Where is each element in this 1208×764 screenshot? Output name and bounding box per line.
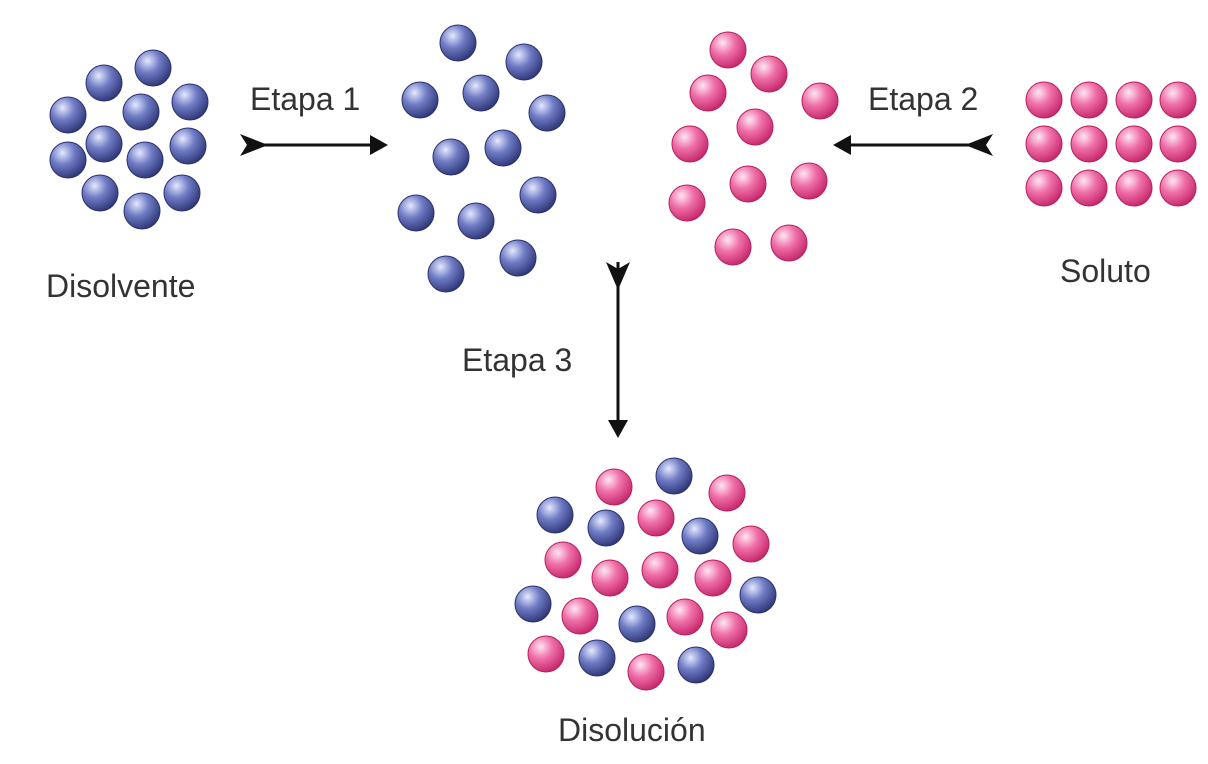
step2-arrowhead bbox=[833, 135, 851, 155]
solute-particle bbox=[1070, 81, 1108, 119]
solute-particle bbox=[591, 559, 629, 597]
solute-particle bbox=[561, 597, 599, 635]
solvent-particle bbox=[432, 138, 470, 176]
solvent-particle bbox=[484, 129, 522, 167]
solute-particle bbox=[627, 653, 665, 691]
solvent-particle bbox=[536, 496, 574, 534]
solvent-particle bbox=[655, 457, 693, 495]
solute-particle bbox=[790, 162, 828, 200]
step3-arrow-tail bbox=[606, 262, 630, 290]
step3-arrow bbox=[606, 262, 630, 438]
step2-arrow-tail bbox=[965, 134, 993, 156]
solvent-particle bbox=[49, 141, 87, 179]
solute-particle bbox=[1115, 125, 1153, 163]
solute-particle bbox=[750, 55, 788, 93]
solute-particle bbox=[1159, 125, 1197, 163]
step1-label: Etapa 1 bbox=[250, 81, 361, 117]
solute-particle bbox=[710, 611, 748, 649]
solute-label: Soluto bbox=[1060, 253, 1151, 289]
solute-particle bbox=[1070, 125, 1108, 163]
solute-particle bbox=[1115, 169, 1153, 207]
solvent-particle bbox=[519, 176, 557, 214]
solvent-particle bbox=[677, 646, 715, 684]
solute-particle bbox=[694, 559, 732, 597]
solute-particle bbox=[1159, 81, 1197, 119]
solute-particle bbox=[671, 125, 709, 163]
solvent-particle bbox=[81, 174, 119, 212]
step1-arrow bbox=[240, 134, 388, 156]
step3-label: Etapa 3 bbox=[462, 342, 573, 378]
solvent-particle bbox=[169, 127, 207, 165]
separated-solute-cluster bbox=[668, 31, 839, 266]
step1-arrow-tail bbox=[240, 134, 268, 156]
solute-particle bbox=[1025, 125, 1063, 163]
step2-label: Etapa 2 bbox=[868, 81, 979, 117]
solute-particle bbox=[641, 551, 679, 589]
solute-particle bbox=[770, 224, 808, 262]
solute-grid bbox=[1025, 81, 1197, 207]
step1-arrowhead bbox=[370, 135, 388, 155]
solute-particle bbox=[708, 474, 746, 512]
solvent-particle bbox=[739, 576, 777, 614]
solvent-particle bbox=[171, 83, 209, 121]
solvent-particle bbox=[528, 94, 566, 132]
solute-particle bbox=[1159, 169, 1197, 207]
solute-particle bbox=[729, 165, 767, 203]
solvent-particle bbox=[401, 81, 439, 119]
solvent-particle bbox=[587, 509, 625, 547]
solute-particle bbox=[1025, 169, 1063, 207]
solvent-particle bbox=[439, 24, 477, 62]
solute-particle bbox=[668, 184, 706, 222]
step3-arrowhead bbox=[608, 420, 628, 438]
solution-cluster bbox=[514, 457, 777, 691]
solute-particle bbox=[1115, 81, 1153, 119]
solvent-particle bbox=[462, 74, 500, 112]
solute-particle bbox=[527, 635, 565, 673]
solute-particle bbox=[544, 541, 582, 579]
solvent-particle bbox=[505, 43, 543, 81]
solvent-particle bbox=[457, 202, 495, 240]
solvent-particle bbox=[122, 93, 160, 131]
solute-particle bbox=[736, 108, 774, 146]
solvent-particle bbox=[85, 64, 123, 102]
solute-particle bbox=[714, 228, 752, 266]
solution-label: Disolución bbox=[558, 712, 706, 748]
solute-particle bbox=[637, 499, 675, 537]
solvent-particle bbox=[134, 49, 172, 87]
solvent-particle bbox=[427, 255, 465, 293]
solvent-particle bbox=[618, 605, 656, 643]
solvent-particle bbox=[123, 192, 161, 230]
solvent-particle bbox=[397, 194, 435, 232]
step2-arrow bbox=[833, 134, 993, 156]
solvent-particle bbox=[681, 517, 719, 555]
solute-particle bbox=[709, 31, 747, 69]
solvent-particle bbox=[499, 239, 537, 277]
solute-particle bbox=[1025, 81, 1063, 119]
solute-particle bbox=[801, 82, 839, 120]
solvent-particle bbox=[578, 639, 616, 677]
solvent-particle bbox=[163, 174, 201, 212]
solvent-particle bbox=[49, 96, 87, 134]
solvent-particle bbox=[514, 585, 552, 623]
solvent-particle bbox=[126, 141, 164, 179]
solute-particle bbox=[666, 598, 704, 636]
solute-particle bbox=[595, 468, 633, 506]
separated-solvent-cluster bbox=[397, 24, 566, 293]
solute-particle bbox=[732, 525, 770, 563]
solvent-label: Disolvente bbox=[46, 268, 196, 304]
solute-particle bbox=[689, 74, 727, 112]
solvent-cluster bbox=[49, 49, 209, 230]
solute-particle bbox=[1070, 169, 1108, 207]
solvent-particle bbox=[85, 125, 123, 163]
